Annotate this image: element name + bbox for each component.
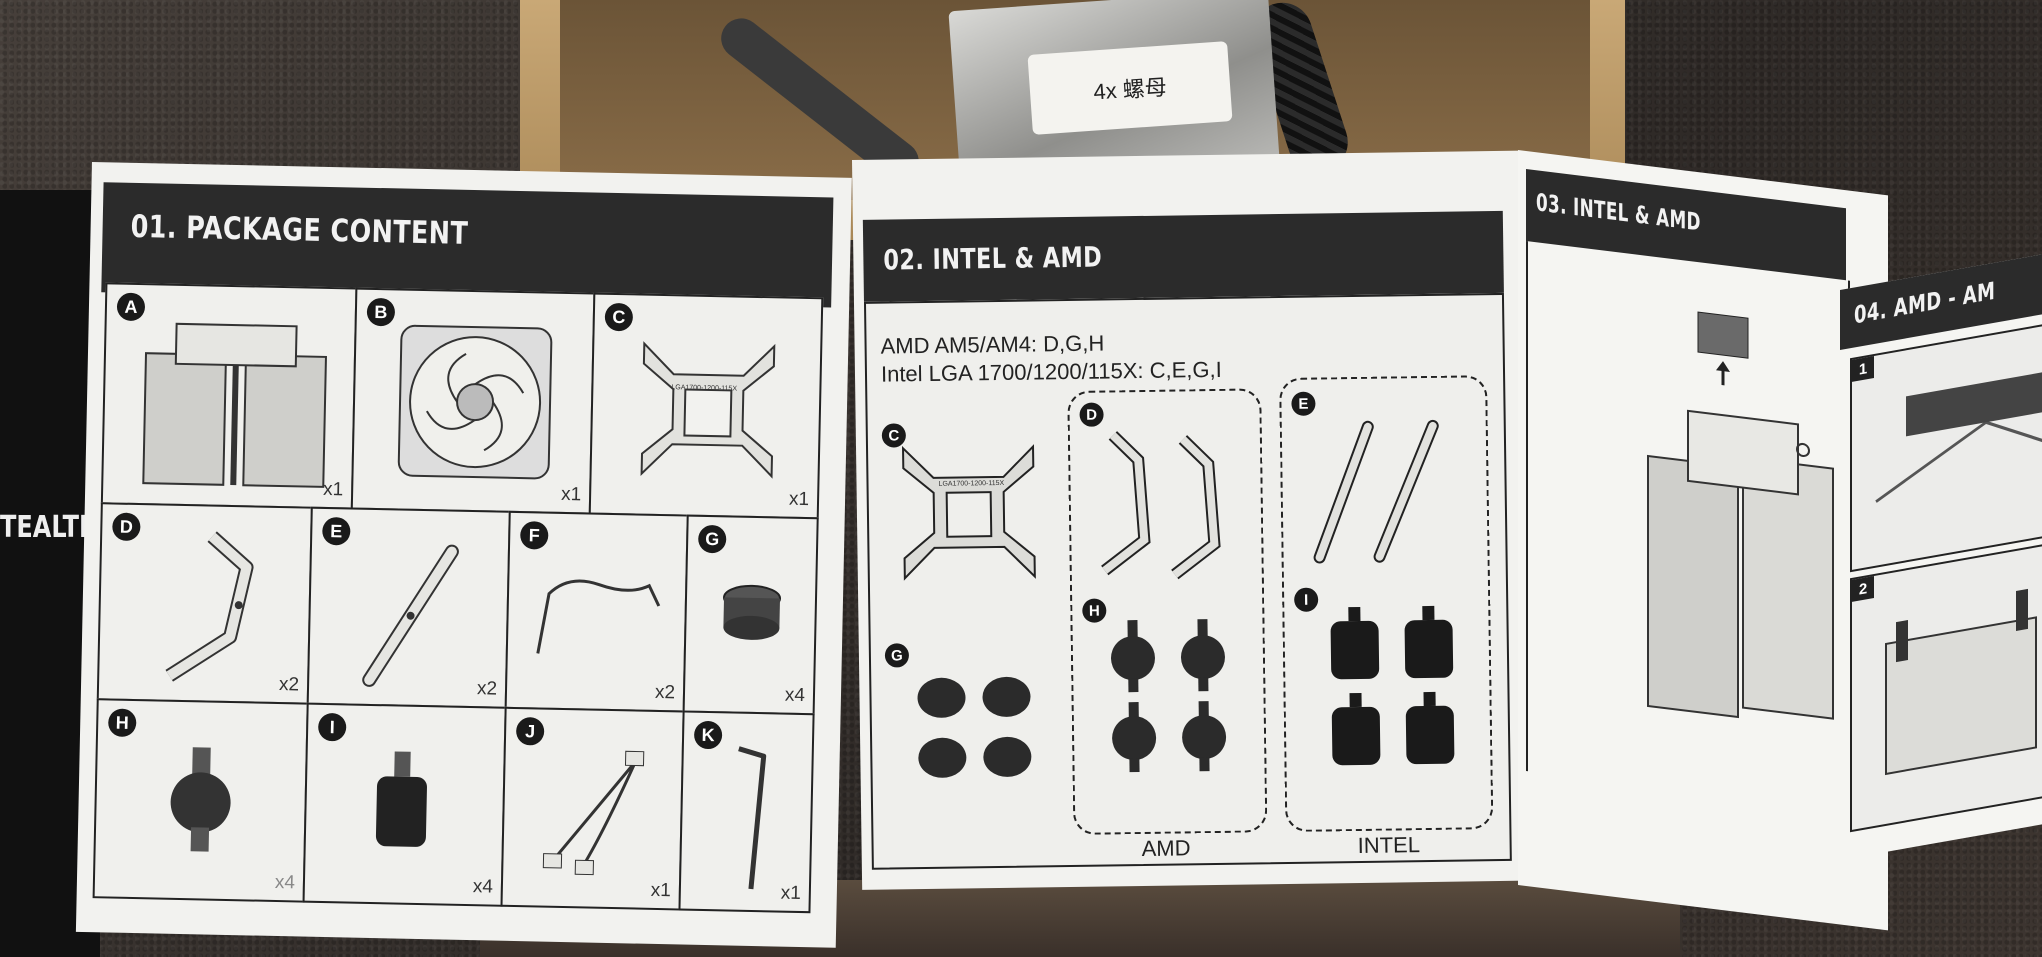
qty-label: x4 <box>274 871 296 894</box>
panel-intel-amd: 02. INTEL & AMD AMD AM5/AM4: D,G,H Intel… <box>852 150 1531 890</box>
intel-standoffs-illustration <box>1330 605 1455 766</box>
letter-badge: D <box>112 512 141 542</box>
letter-badge: C <box>604 302 634 332</box>
nuts-illustration <box>917 676 1032 778</box>
panel2-header: 02. INTEL & AMD <box>862 210 1504 302</box>
qty-label: x1 <box>322 478 344 501</box>
letter-badge: B <box>366 297 396 327</box>
letter-badge: H <box>107 708 137 738</box>
amd-standoff-illustration <box>170 747 231 852</box>
qty-label: x1 <box>788 488 810 511</box>
qty-label: x2 <box>278 674 300 696</box>
panel2-body: AMD AM5/AM4: D,G,H Intel LGA 1700/1200/1… <box>863 292 1512 870</box>
bag-label: 4x 螺母 <box>1027 41 1233 135</box>
compat-line-intel: Intel LGA 1700/1200/115X: C,E,G,I <box>880 356 1222 387</box>
qty-label: x4 <box>784 684 806 707</box>
intel-bracket-illustration <box>362 544 459 687</box>
part-g-cell: G x4 <box>682 514 819 716</box>
amd-bracket-illustration <box>165 531 254 682</box>
panel4-title: 04. AMD - AM <box>1854 276 1996 330</box>
qty-label: x1 <box>650 879 672 902</box>
fan-splitter-cable-illustration <box>542 750 645 876</box>
step-2-number: 2 <box>1852 576 1874 602</box>
intel-group-label: INTEL <box>1357 832 1421 859</box>
cooler-install-illustration <box>1647 311 1834 720</box>
letter-badge: E <box>322 516 351 546</box>
part-f-cell: F x2 <box>504 510 689 713</box>
hex-key-illustration <box>738 746 767 890</box>
part-j-cell: J x1 <box>500 706 685 911</box>
letter-badge: K <box>693 720 723 750</box>
backplate-illustration <box>640 341 776 479</box>
backplate-illustration <box>901 444 1036 581</box>
part-c-cell: C LGA1700-1200-115X x1 <box>588 292 824 520</box>
part-print-label: LGA1700-1200-115X <box>671 384 738 393</box>
part-h-cell: H x4 <box>92 698 309 903</box>
intel-brackets-illustration <box>1313 419 1439 564</box>
letter-badge: J <box>515 717 545 746</box>
step-1-number: 1 <box>1852 356 1874 382</box>
step-2-illustration <box>1885 588 2037 776</box>
qty-label: x1 <box>780 882 802 905</box>
qty-label: x2 <box>654 681 676 704</box>
letter-badge: F <box>519 521 549 550</box>
part-print-label: LGA1700-1200-115X <box>938 479 1005 488</box>
step-2-box: 2 <box>1850 542 2042 833</box>
fan-illustration <box>397 324 553 480</box>
part-k-cell: K x1 <box>678 710 815 914</box>
qty-label: x4 <box>472 876 494 898</box>
parts-grid: A x1 B x1 C LGA170 <box>92 282 833 927</box>
qty-label: x1 <box>560 483 582 506</box>
part-d-cell: D x2 <box>96 502 313 705</box>
panel3-title: 03. INTEL & AMD <box>1536 188 1701 237</box>
letter-badge: G <box>697 524 727 554</box>
fan-clip-illustration <box>536 579 661 654</box>
part-b-cell: B x1 <box>350 287 596 515</box>
intel-standoff-illustration <box>375 751 427 847</box>
part-a-cell: A x1 <box>100 282 358 510</box>
qty-label: x2 <box>476 678 498 700</box>
panel2-title: 02. INTEL & AMD <box>883 240 1103 277</box>
panel-amd-install: 04. AMD - AM 1 2 <box>1840 252 2042 861</box>
amd-standoffs-illustration <box>1110 619 1227 773</box>
panel1-title: 01. PACKAGE CONTENT <box>130 208 469 252</box>
letter-badge: I <box>317 712 347 742</box>
heatsink-illustration <box>142 322 327 488</box>
side-brand-text: TEALTH <box>0 510 100 545</box>
panel-intel-amd-install: 03. INTEL & AMD <box>1518 150 1888 931</box>
part-e-cell: E x2 <box>306 506 511 709</box>
letter-badge-g: G <box>884 643 910 668</box>
panel-package-content: 01. PACKAGE CONTENT A x1 B x1 C <box>75 162 852 948</box>
step-1-illustration <box>1875 371 2042 503</box>
step-1-box: 1 <box>1850 322 2042 573</box>
compat-line-amd: AMD AM5/AM4: D,G,H <box>880 330 1105 359</box>
amd-group-label: AMD <box>1141 835 1191 862</box>
part-i-cell: I x4 <box>302 702 507 907</box>
amd-brackets-illustration <box>1101 431 1221 580</box>
nut-illustration <box>723 584 782 640</box>
